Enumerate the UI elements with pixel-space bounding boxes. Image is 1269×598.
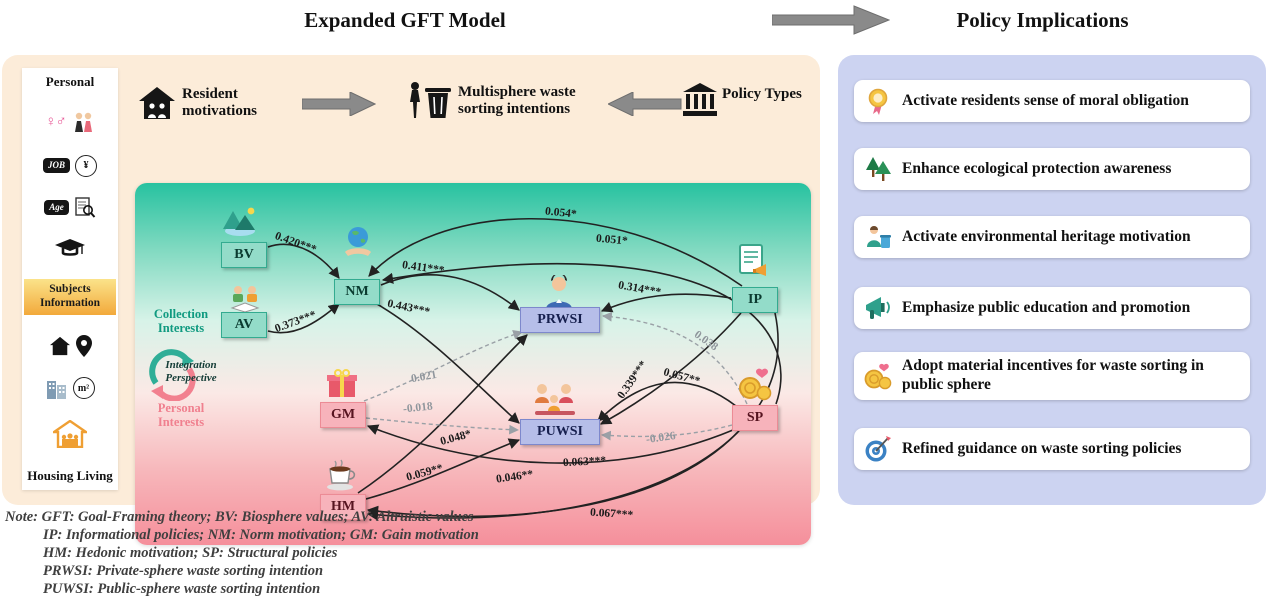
- policy-item-material-incentives: Adopt material incentives for waste sort…: [854, 352, 1250, 400]
- coins-heart-icon: [864, 363, 892, 390]
- figure-notes: Note: GFT: Goal-Framing theory; BV: Bios…: [5, 508, 725, 598]
- subjects-sidebar: Personal ♀♂ JOB ¥ Age: [22, 68, 118, 490]
- personal-interests-label: Personal Interests: [157, 401, 205, 430]
- target-dart-icon: [865, 436, 891, 462]
- note-line-1: Note: GFT: Goal-Framing theory; BV: Bios…: [5, 509, 474, 525]
- edge-hm-prwsi: [357, 334, 528, 494]
- edge-sp-prwsi-ns: [602, 311, 748, 405]
- hedonic-coffee-icon: [327, 459, 356, 491]
- policy-item-public-education: Emphasize public education and promotion: [854, 287, 1250, 329]
- couple-icon: [74, 113, 92, 133]
- square-meter-icon: m²: [72, 377, 95, 400]
- node-nm: NM: [334, 279, 380, 305]
- policy-types-label: Policy Types: [722, 86, 802, 102]
- note-line-4: PRWSI: Private-sphere waste sorting inte…: [43, 563, 324, 579]
- subjects-information-label: Subjects Information: [24, 279, 116, 315]
- buildings-icon: [46, 381, 66, 400]
- title-arrow-icon: [772, 5, 890, 35]
- gender-couple-row: ♀♂: [45, 110, 95, 134]
- personal-label: Personal: [45, 74, 95, 89]
- collection-interests-label: Collection Interests: [153, 307, 209, 336]
- building-area-row: m²: [46, 377, 95, 400]
- sem-model-canvas: BV NM AV PRWSI IP GM PUWSI HM SP Collect…: [135, 183, 811, 545]
- policy-item-text: Refined guidance on waste sorting polici…: [902, 439, 1182, 457]
- location-pin-icon: [75, 335, 92, 358]
- node-hm: HM: [320, 494, 366, 520]
- policy-item-text: Adopt material incentives for waste sort…: [902, 357, 1204, 393]
- node-ip: IP: [732, 287, 778, 313]
- resident-house-icon: [139, 87, 175, 119]
- edge-av-nm: [267, 303, 340, 334]
- medal-icon: [868, 88, 888, 115]
- edge-ip-nm: [368, 218, 743, 287]
- age-survey-row: Age: [44, 197, 96, 219]
- prwsi-person-icon: [546, 275, 572, 309]
- edges-layer: [267, 218, 782, 521]
- multisphere-intentions-label: Multisphere waste sorting intentions: [458, 84, 576, 118]
- policy-bank-icon: [683, 83, 717, 116]
- edge-ip-puwsi: [600, 312, 742, 425]
- megaphone-icon: [866, 297, 890, 319]
- policy-item-refined-guidance: Refined guidance on waste sorting polici…: [854, 428, 1250, 470]
- age-badge-icon: Age: [44, 200, 69, 216]
- policy-item-text: Activate residents sense of moral obliga…: [902, 91, 1189, 109]
- policy-item-text: Emphasize public education and promotion: [902, 298, 1191, 316]
- job-badge-icon: JOB: [42, 158, 70, 174]
- policy-item-moral-obligation: Activate residents sense of moral obliga…: [854, 80, 1250, 122]
- home-icon: [49, 337, 70, 356]
- housing-living-label: Housing Living: [27, 467, 113, 483]
- edge-gm-puwsi-ns: [365, 417, 519, 435]
- puwsi-family-icon: [535, 384, 575, 415]
- edge-nm-puwsi: [376, 303, 520, 424]
- arrow-right-icon: [302, 92, 376, 116]
- policy-item-text: Activate environmental heritage motivati…: [902, 227, 1191, 245]
- gain-gift-icon: [327, 369, 357, 397]
- waste-bin-person-icon: [410, 82, 451, 118]
- informational-policy-doc-icon: [739, 244, 766, 276]
- edge-sp-nm: [381, 262, 782, 405]
- yen-exchange-icon: ¥: [75, 154, 97, 177]
- node-av: AV: [221, 312, 267, 338]
- policy-item-text: Enhance ecological protection awareness: [902, 159, 1172, 177]
- right-title: Policy Implications: [956, 8, 1129, 32]
- note-line-5: PUWSI: Public-sphere waste sorting inten…: [43, 581, 321, 597]
- altruistic-reading-family-icon: [230, 286, 260, 313]
- earth-in-hand-icon: [345, 227, 371, 256]
- edge-nm-prwsi: [380, 274, 520, 311]
- left-title: Expanded GFT Model: [304, 8, 506, 32]
- gender-icon: ♀♂: [45, 113, 66, 130]
- node-bv: BV: [221, 242, 267, 268]
- biosphere-mountain-lake-icon: [223, 207, 255, 236]
- edge-bv-nm: [267, 243, 340, 279]
- integration-perspective-label: Integration Perspective: [165, 359, 217, 384]
- node-puwsi: PUWSI: [520, 419, 600, 445]
- trees-icon: [866, 157, 891, 181]
- job-income-row: JOB ¥: [42, 154, 97, 177]
- home-location-row: [49, 335, 92, 358]
- note-line-2: IP: Informational policies; NM: Norm mot…: [43, 527, 479, 543]
- policy-item-ecological-awareness: Enhance ecological protection awareness: [854, 148, 1250, 190]
- node-gm: GM: [320, 402, 366, 428]
- edge-ip-hm: [366, 312, 779, 521]
- node-prwsi: PRWSI: [520, 307, 600, 333]
- note-line-3: HM: Hedonic motivation; SP: Structural p…: [43, 545, 338, 561]
- edge-hm-puwsi: [365, 438, 521, 500]
- document-magnifier-icon: [75, 197, 96, 218]
- edge-ip-prwsi: [600, 293, 732, 313]
- coef-sp-gm: 0.063***: [562, 454, 607, 470]
- resident-motivations-label: Resident motivations: [182, 86, 257, 120]
- edge-gm-prwsi-ns: [363, 330, 523, 402]
- integration-cycle-icon: [149, 349, 196, 401]
- family-house-icon: [53, 419, 87, 448]
- expanded-gft-panel: Personal ♀♂ JOB ¥ Age: [2, 55, 820, 545]
- edge-sp-gm: [366, 424, 734, 464]
- edge-sp-puwsi-ns: [601, 424, 733, 441]
- policy-item-environmental-heritage: Activate environmental heritage motivati…: [854, 216, 1250, 258]
- node-sp: SP: [732, 405, 778, 431]
- arrow-left-icon: [608, 92, 682, 116]
- edge-sp-hm: [366, 431, 739, 518]
- structural-money-heart-icon: [739, 368, 772, 401]
- graduation-cap-icon: [55, 239, 85, 256]
- child-recycling-icon: [867, 226, 891, 248]
